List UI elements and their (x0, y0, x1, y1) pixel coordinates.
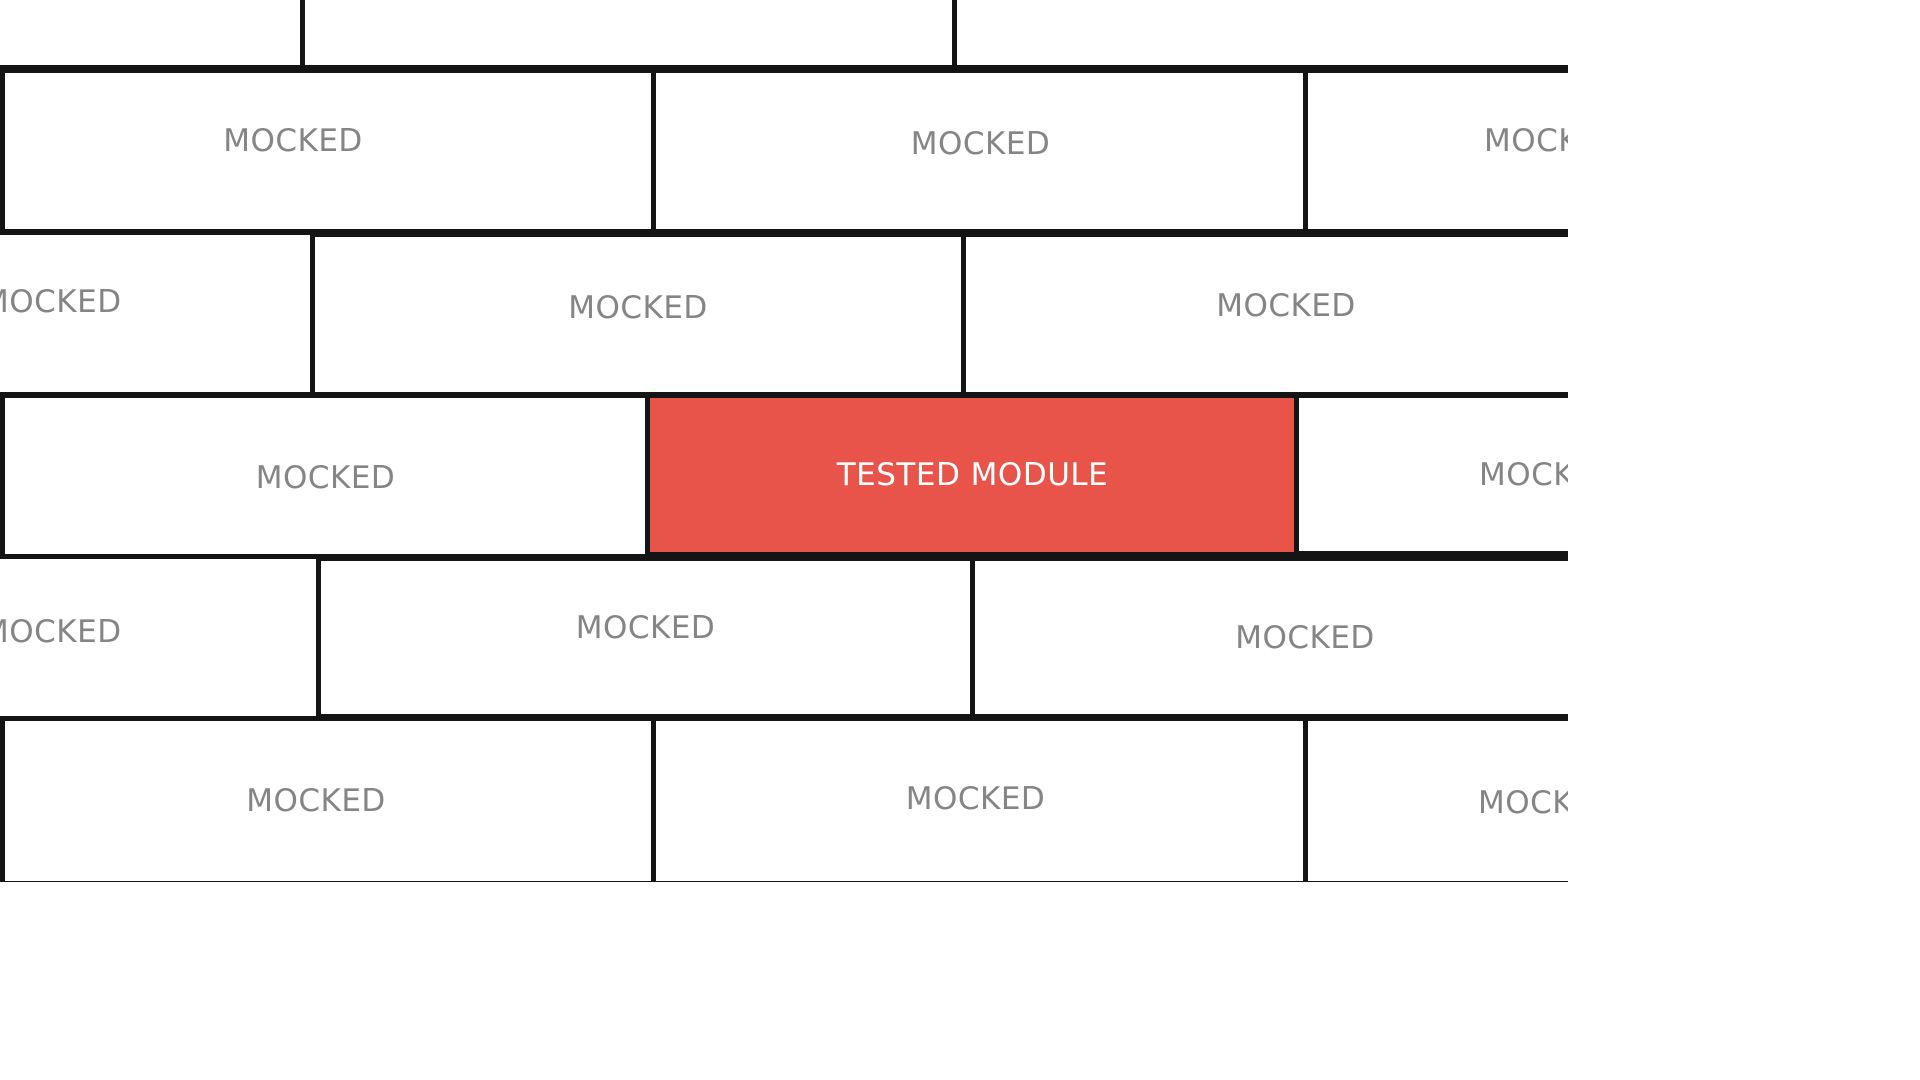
mocked-label: MOCKED (575, 609, 716, 646)
mocked-label: MOCKED (0, 283, 122, 320)
mocked-label: MOCKED (1479, 456, 1568, 493)
mocked-brick: MOCKED (651, 68, 1310, 234)
mocked-brick: MOCKED (1294, 393, 1568, 556)
mocked-label: MOCKED (223, 123, 363, 159)
brick-wall-diagram: MOCKED MOCKED MOCKED MOCKED MOCKED MOCKE… (0, 0, 1568, 882)
mocked-label: MOCKED (568, 289, 708, 326)
mocked-brick: MOCKED (0, 716, 656, 882)
mocked-brick: MOCKED (1303, 68, 1568, 234)
mocked-label: MOCKED (1484, 123, 1568, 159)
mocked-label: MOCKED (910, 126, 1051, 162)
mocked-label: MOCKED (246, 783, 386, 819)
mocked-brick: MOCKED (970, 556, 1568, 719)
mocked-brick: MOCKED (0, 393, 651, 559)
mocked-label: MOCKED (0, 613, 122, 650)
mocked-brick: MOCKED (0, 68, 656, 234)
mocked-brick: MOCKED (961, 232, 1568, 397)
tested-module-brick: TESTED MODULE (645, 393, 1300, 557)
mocked-brick (0, 0, 305, 70)
mocked-brick: MOCKED (310, 232, 966, 397)
mocked-label: MOCKED (1216, 287, 1356, 324)
tested-module-label: TESTED MODULE (836, 457, 1109, 493)
mocked-label: MOCKED (255, 460, 396, 496)
mocked-label: MOCKED (1478, 785, 1568, 821)
mocked-label: MOCKED (1235, 619, 1375, 656)
mocked-brick: MOCKED (0, 230, 315, 397)
mocked-brick: MOCKED (0, 554, 322, 721)
mocked-brick: MOCKED (651, 716, 1310, 882)
mocked-brick: MOCKED (1303, 716, 1568, 882)
mocked-brick (952, 0, 1568, 70)
mocked-brick: MOCKED (316, 556, 975, 719)
mocked-brick (300, 0, 957, 70)
mocked-label: MOCKED (905, 781, 1046, 817)
